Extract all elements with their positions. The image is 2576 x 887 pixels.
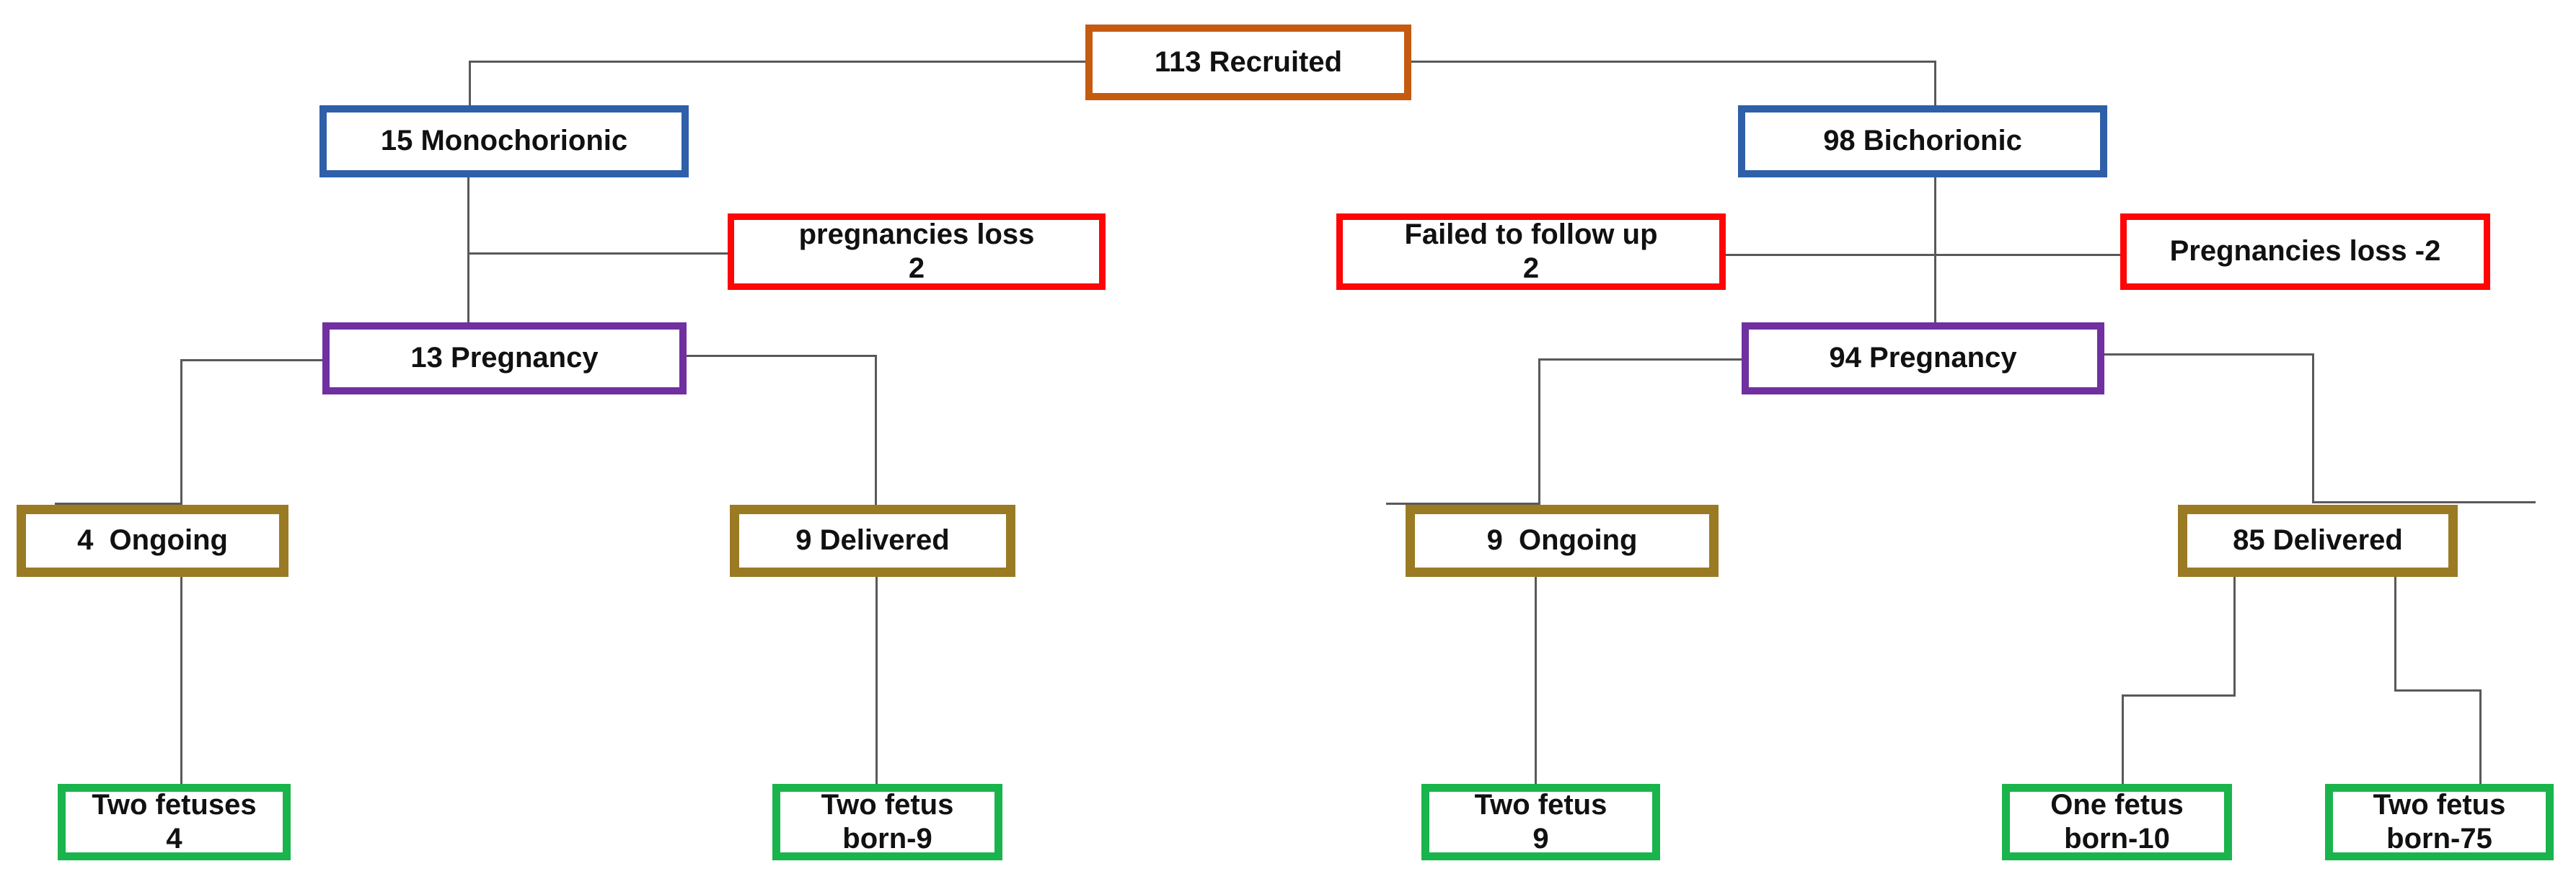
connector-line — [875, 355, 877, 505]
node-bi-two-fetus-line2: 9 — [1532, 823, 1549, 855]
connector-line — [1934, 61, 1936, 105]
connector-line — [1535, 577, 1537, 784]
node-bi-two-fetus-line1: Two fetus — [1474, 788, 1607, 821]
node-bi-pregnancy: 94 Pregnancy — [1742, 322, 2104, 394]
connector-line — [875, 577, 878, 784]
node-bi-two-fetus-born-line2: born-75 — [2386, 823, 2492, 855]
node-bichorionic: 98 Bichorionic — [1738, 105, 2107, 177]
connector-line — [55, 503, 182, 505]
connector-line — [467, 252, 728, 255]
connector-line — [2122, 694, 2124, 784]
node-bi-failed-follow-up: Failed to follow up 2 — [1336, 213, 1726, 290]
node-bi-ongoing-label: 9 Ongoing — [1486, 524, 1638, 557]
node-bi-pregnancies-loss-label: Pregnancies loss -2 — [2169, 235, 2441, 268]
connector-line — [2479, 689, 2482, 784]
node-monochorionic-label: 15 Monochorionic — [380, 125, 628, 157]
connector-line — [2312, 353, 2314, 503]
connector-line — [1386, 503, 1538, 505]
node-mono-ongoing: 4 Ongoing — [17, 505, 288, 577]
node-bi-pregnancy-label: 94 Pregnancy — [1829, 342, 2017, 374]
connector-line — [1726, 254, 2120, 256]
node-bichorionic-label: 98 Bichorionic — [1823, 125, 2022, 157]
node-monochorionic: 15 Monochorionic — [319, 105, 689, 177]
node-mono-pregnancy: 13 Pregnancy — [322, 322, 687, 394]
connector-line — [1538, 358, 1540, 505]
node-mono-two-fetuses-line2: 4 — [166, 823, 182, 855]
node-recruited-label: 113 Recruited — [1154, 45, 1343, 78]
node-bi-two-fetus: Two fetus 9 — [1421, 784, 1660, 860]
node-bi-two-fetus-born: Two fetus born-75 — [2325, 784, 2554, 860]
connector-line — [2312, 501, 2536, 503]
node-bi-delivered: 85 Delivered — [2178, 505, 2458, 577]
node-bi-delivered-label: 85 Delivered — [2233, 524, 2403, 557]
connector-line — [2394, 689, 2482, 692]
connector-line — [469, 61, 471, 105]
connector-line — [2104, 353, 2312, 356]
connector-line — [2233, 577, 2236, 696]
node-bi-two-fetus-born-line1: Two fetus — [2373, 788, 2506, 821]
node-mono-delivered: 9 Delivered — [730, 505, 1015, 577]
node-bi-ongoing: 9 Ongoing — [1406, 505, 1719, 577]
node-mono-pregnancies-loss: pregnancies loss 2 — [728, 213, 1106, 290]
node-bi-pregnancies-loss: Pregnancies loss -2 — [2120, 213, 2490, 290]
node-bi-one-fetus-born: One fetus born-10 — [2002, 784, 2232, 860]
node-mono-pregnancies-loss-line1: pregnancies loss — [798, 218, 1035, 250]
connector-line — [180, 359, 182, 505]
node-bi-failed-follow-up-line1: Failed to follow up — [1404, 218, 1658, 250]
node-mono-two-fetus-born: Two fetus born-9 — [772, 784, 1002, 860]
node-mono-pregnancy-label: 13 Pregnancy — [410, 342, 599, 374]
node-mono-pregnancies-loss-line2: 2 — [908, 252, 925, 284]
node-mono-two-fetus-born-line1: Two fetus — [821, 788, 954, 821]
connector-line — [180, 359, 322, 361]
node-recruited: 113 Recruited — [1085, 25, 1411, 100]
node-mono-two-fetuses-line1: Two fetuses — [92, 788, 257, 821]
connector-line — [687, 355, 875, 357]
connector-line — [1538, 358, 1742, 361]
connector-line — [180, 577, 182, 784]
connector-line — [467, 177, 469, 322]
node-bi-one-fetus-born-line1: One fetus — [2050, 788, 2184, 821]
node-mono-ongoing-label: 4 Ongoing — [77, 524, 228, 557]
node-mono-delivered-label: 9 Delivered — [795, 524, 950, 557]
node-mono-two-fetus-born-line2: born-9 — [842, 823, 932, 855]
connector-line — [1934, 177, 1936, 322]
connector-line — [1411, 61, 1934, 63]
connector-line — [2122, 694, 2236, 697]
connector-line — [469, 61, 1087, 63]
node-bi-one-fetus-born-line2: born-10 — [2064, 823, 2170, 855]
node-bi-failed-follow-up-line2: 2 — [1522, 252, 1540, 284]
node-mono-two-fetuses: Two fetuses 4 — [58, 784, 291, 860]
connector-line — [2394, 577, 2396, 691]
